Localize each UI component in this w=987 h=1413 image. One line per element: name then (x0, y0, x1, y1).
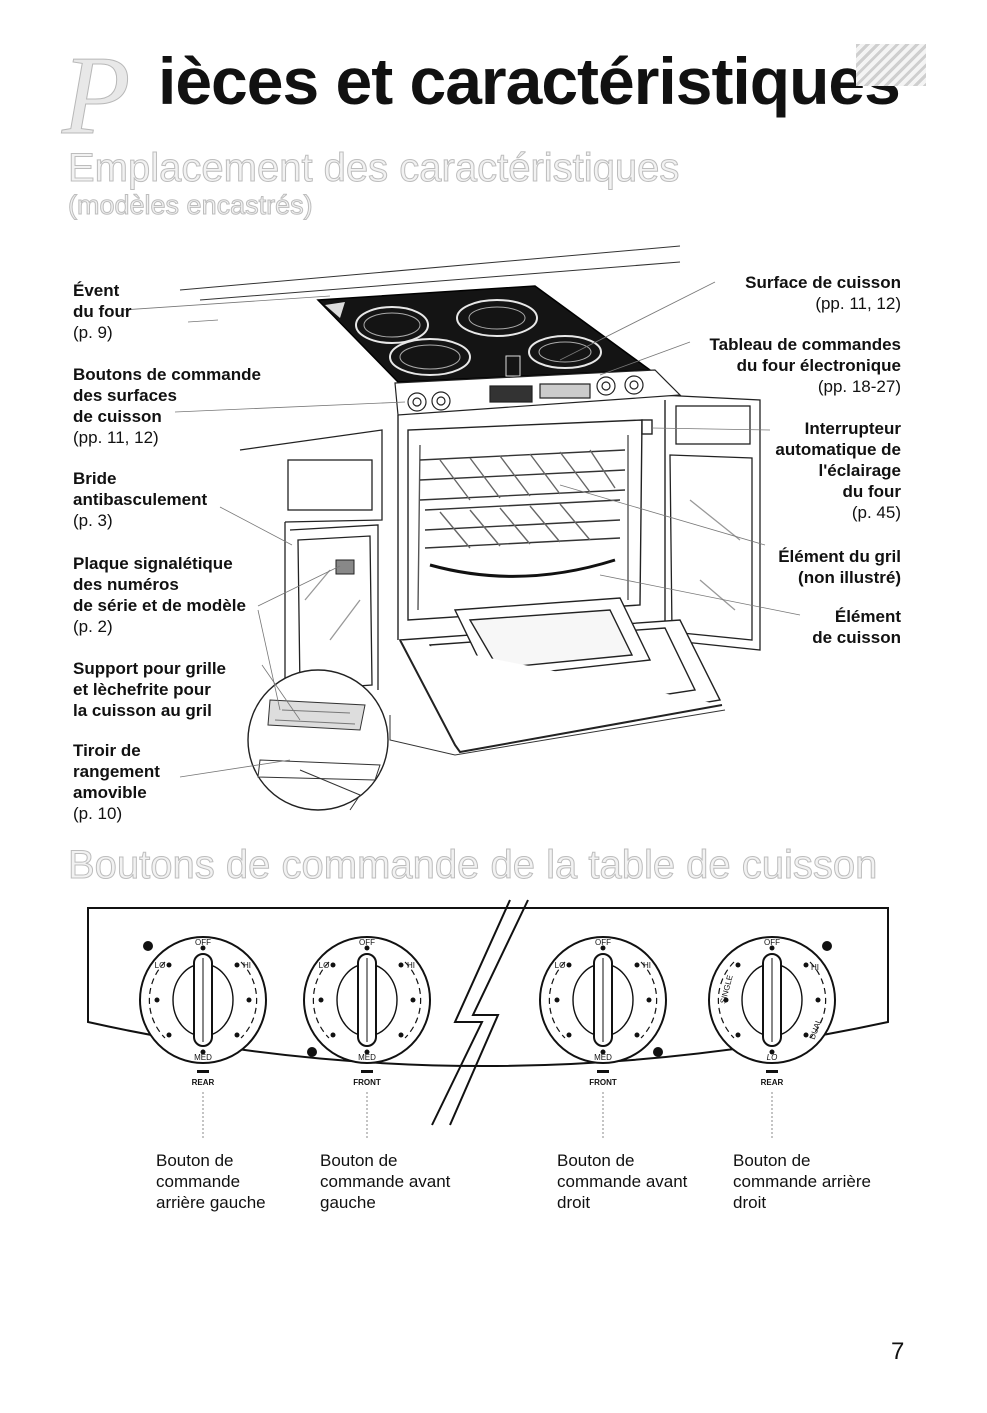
position-label-front-right: FRONT (589, 1078, 617, 1087)
page-number: 7 (891, 1338, 904, 1366)
position-label-rear-left: REAR (192, 1078, 215, 1087)
knob-front-right (540, 937, 666, 1063)
dial-label-off: OFF (595, 938, 611, 947)
knob-front-left (304, 937, 430, 1063)
decorative-initial: P (62, 40, 130, 152)
dial-label-off: OFF (195, 938, 211, 947)
caption-front-right-knob: Bouton de commande avant droit (557, 1150, 687, 1213)
dial-label-hi: HI (243, 961, 251, 970)
dial-label-med: MED (194, 1053, 212, 1062)
oven-door (400, 598, 722, 752)
callout-broil-pan-rack: Support pour grille et lèchefrite pour l… (73, 658, 226, 721)
dial-label-lo: LO (555, 961, 566, 970)
dial-label-med: MED (594, 1053, 612, 1062)
callout-anti-tip-bracket: Bride antibasculement (p. 3) (73, 468, 207, 531)
caption-rear-left-knob: Bouton de commande arrière gauche (156, 1150, 266, 1213)
left-cabinet (240, 430, 382, 700)
callout-storage-drawer: Tiroir de rangement amovible (p. 10) (73, 740, 160, 824)
dial-label-hi: HI (643, 961, 651, 970)
right-cabinet (660, 395, 760, 650)
callout-cooktop: Surface de cuisson (pp. 11, 12) (745, 272, 901, 314)
callout-oven-vent: Évent du four (p. 9) (73, 280, 132, 343)
callout-light-switch: Interrupteur automatique de l'éclairage … (775, 418, 901, 523)
page-title: ièces et caractéristiques (158, 48, 900, 114)
section-subtitle-features: (modèles encastrés) (68, 192, 313, 219)
callout-serial-plate: Plaque signalétique des numéros de série… (73, 553, 246, 637)
dial-label-hi: HI (811, 963, 819, 972)
cooktop (318, 286, 650, 382)
dial-label-med: MED (358, 1053, 376, 1062)
dial-label-lo: LO (319, 961, 330, 970)
control-knobs-panel: OFF OFF OFF OFF MED MED MED LO LO HI LO … (0, 890, 987, 1150)
callout-electronic-control: Tableau de commandes du four électroniqu… (710, 334, 901, 397)
callout-bake-element: Élément de cuisson (812, 606, 901, 648)
knob-rear-left (140, 937, 266, 1063)
section-title-features: Emplacement des caractéristiques (68, 148, 679, 188)
inset-circle (248, 670, 388, 810)
caption-front-left-knob: Bouton de commande avant gauche (320, 1150, 450, 1213)
section-title-knobs: Boutons de commande de la table de cuiss… (68, 845, 877, 885)
dial-label-lo: LO (155, 961, 166, 970)
decorative-pattern (856, 44, 926, 86)
position-label-rear-right: REAR (761, 1078, 784, 1087)
callout-broil-element: Élément du gril (non illustré) (778, 546, 901, 588)
dial-label-off: OFF (359, 938, 375, 947)
dial-label-off: OFF (764, 938, 780, 947)
dial-label-hi: HI (407, 961, 415, 970)
caption-rear-right-knob: Bouton de commande arrière droit (733, 1150, 871, 1213)
position-label-front-left: FRONT (353, 1078, 381, 1087)
callout-surface-knobs: Boutons de commande des surfaces de cuis… (73, 364, 261, 448)
dial-label-lo: LO (767, 1053, 778, 1062)
